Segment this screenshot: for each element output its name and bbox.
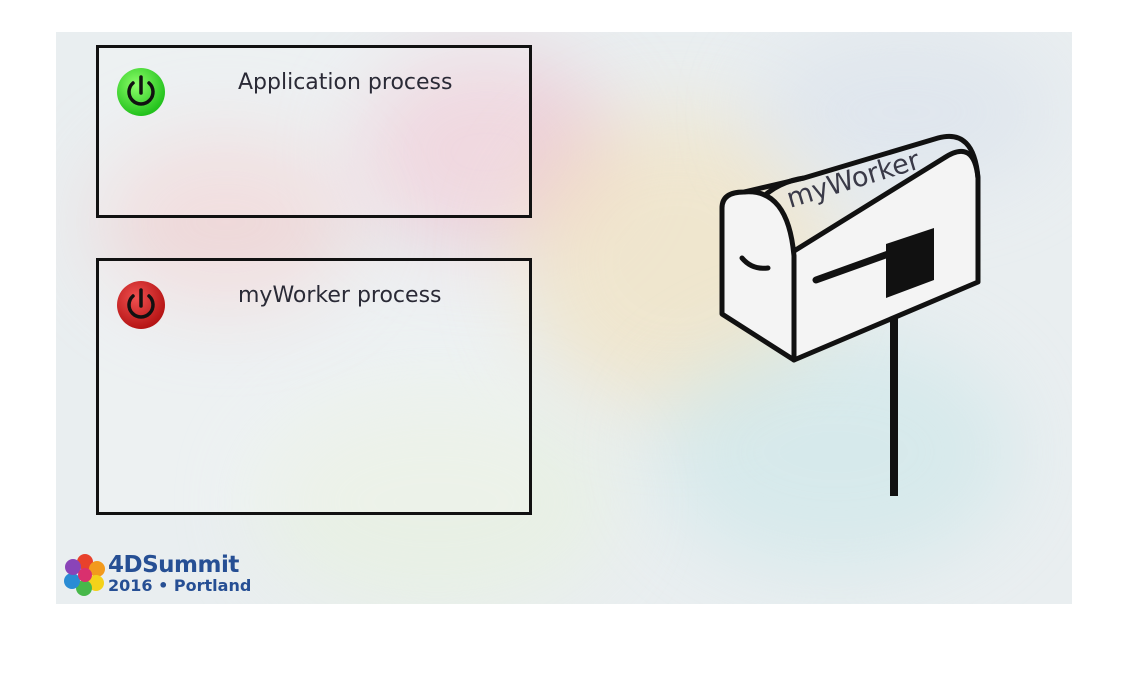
bg-shape — [256, 392, 616, 604]
bg-shape — [756, 32, 1056, 192]
summit-logo: 4DSummit 2016 • Portland — [64, 552, 251, 596]
flower-logo-icon — [64, 554, 105, 596]
bg-shape — [656, 332, 1016, 572]
mailbox-post — [890, 318, 898, 496]
mailbox-front — [719, 189, 797, 363]
worker-process-title: myWorker process — [238, 283, 442, 308]
slide: Application process myWorker process — [56, 32, 1072, 604]
worker-process-box: myWorker process — [96, 258, 532, 515]
power-off-icon[interactable] — [115, 279, 167, 331]
mailbox-flag — [886, 228, 934, 298]
application-process-box: Application process — [96, 45, 532, 218]
logo-subtitle: 2016 • Portland — [108, 576, 252, 595]
mailbox-handle — [739, 255, 771, 271]
logo-title: 4DSummit — [108, 552, 239, 578]
application-process-title: Application process — [238, 70, 453, 95]
power-on-icon[interactable] — [115, 66, 167, 118]
mailbox-illustration: myWorker — [719, 134, 981, 496]
